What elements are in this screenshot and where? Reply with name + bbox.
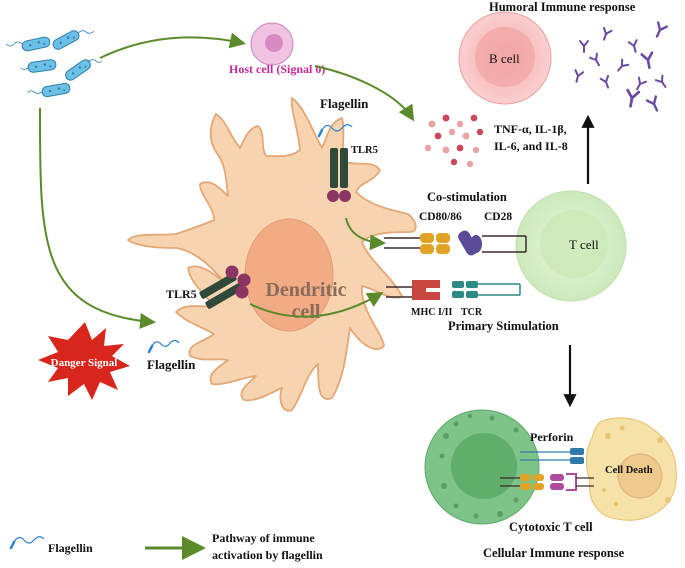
primary-stimulation-label: Primary Stimulation [448, 319, 559, 333]
cytokines-label-line2: IL-6, and IL-8 [494, 139, 568, 153]
cd80-86-label: CD80/86 [419, 211, 462, 223]
legend-flagellin-icon [9, 536, 45, 550]
tlr5-receptor-left [199, 265, 251, 309]
cytokines-label-line1: TNF-α, IL-1β, [494, 122, 567, 136]
cytokine-cluster [424, 114, 484, 168]
cell-death-label: Cell Death [605, 465, 653, 476]
host-cell-label: Host cell (Signal 0) [229, 62, 325, 76]
arrow-bacteria-to-tlr5 [38, 107, 156, 329]
arrow-host-cell-to-cytokines [314, 65, 415, 122]
flagellin-left-label: Flagellin [147, 357, 196, 372]
host-cell [250, 22, 294, 66]
green-pathway-arrows [38, 32, 415, 329]
cytotoxic-synapse-receptors [500, 473, 594, 491]
legend-pathway-label-line1: Pathway of immune [212, 531, 315, 545]
tlr5-receptor-upper [327, 148, 351, 202]
black-arrows [563, 114, 595, 408]
flagellin-top-label: Flagellin [320, 96, 369, 111]
humoral-response-title: Humoral Immune response [489, 0, 636, 14]
danger-signal-label: Danger Signal [51, 357, 118, 369]
t-cell-label: T cell [569, 237, 599, 252]
legend-pathway-label-line2: activation by flagellin [212, 548, 323, 562]
b-cell [458, 11, 552, 105]
antibodies-cluster [571, 21, 670, 114]
tlr5-left-label: TLR5 [166, 287, 197, 301]
cd80-86-cd28-complex [384, 230, 527, 256]
cytotoxic-t-cell [424, 409, 540, 525]
cytotoxic-t-cell-label: Cytotoxic T cell [509, 520, 593, 534]
tcr-label: TCR [461, 307, 483, 318]
cd28-label: CD28 [484, 211, 512, 223]
mhc-label: MHC I/II [411, 307, 453, 318]
t-cell [515, 190, 627, 302]
cellular-response-title: Cellular Immune response [483, 546, 625, 560]
perforin-molecules [520, 448, 584, 464]
dying-target-cell [585, 417, 677, 521]
mhc-tcr-complex [386, 280, 521, 300]
dendritic-cell-label-line1: Dendritic [265, 279, 346, 301]
costimulation-label: Co-stimulation [427, 190, 507, 204]
arrow-bacteria-to-host-cell [99, 32, 246, 59]
flagellin-left-icon [147, 339, 180, 354]
arrow-tlr5-to-costimulation [345, 217, 386, 251]
b-cell-label: B cell [489, 51, 520, 66]
dendritic-cell-label-line2: cell [292, 301, 321, 323]
arrow-tlr5-to-primary-stimulation [249, 291, 384, 318]
perforin-label: Perforin [530, 430, 574, 444]
legend-flagellin-label: Flagellin [48, 541, 93, 555]
flagellin-top-icon [317, 124, 353, 138]
danger-signal-star [38, 322, 130, 400]
tlr5-upper-label: TLR5 [351, 145, 378, 156]
bacteria-cluster [5, 28, 103, 98]
